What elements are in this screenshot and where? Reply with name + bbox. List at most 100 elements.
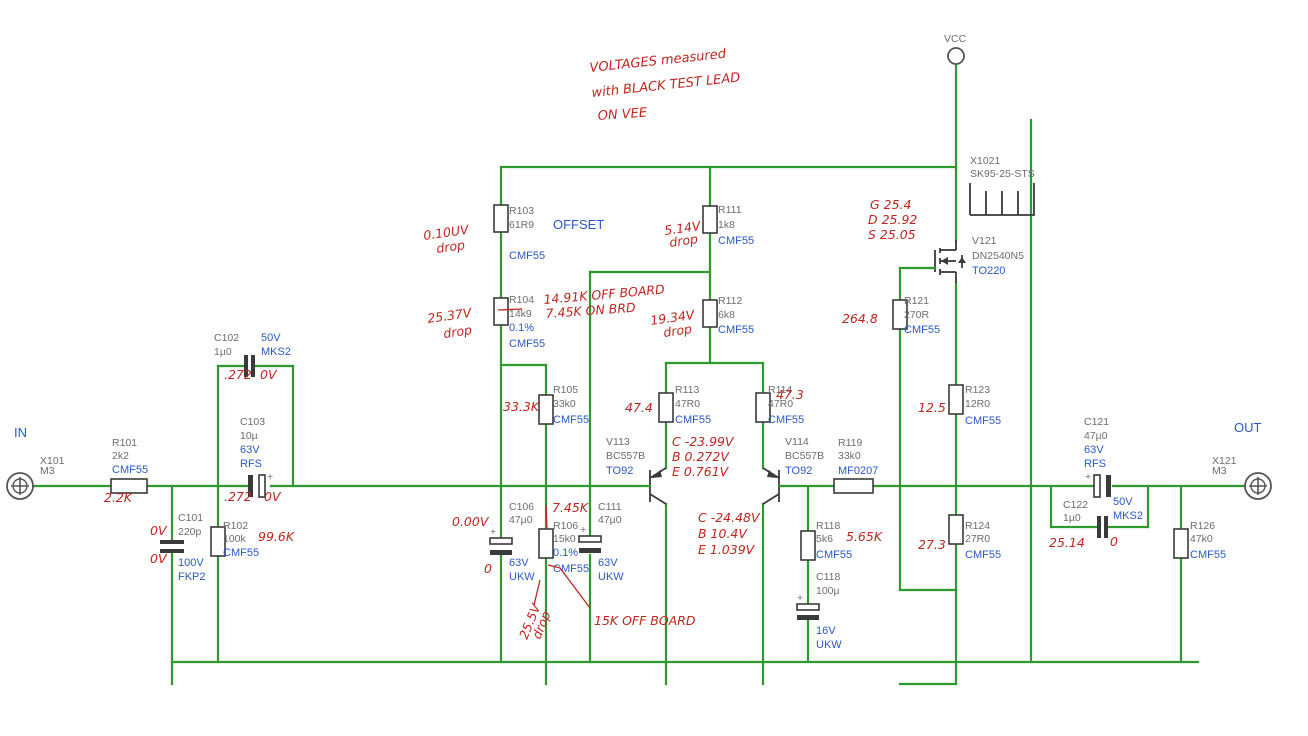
svg-text:UKW: UKW bbox=[816, 639, 842, 651]
svg-text:V114: V114 bbox=[785, 436, 809, 448]
c118-symbol: + bbox=[796, 592, 820, 620]
r104-label: R104 14k9 0.1% CMF55 bbox=[509, 294, 545, 350]
svg-text:27R0: 27R0 bbox=[965, 533, 990, 545]
svg-text:47µ0: 47µ0 bbox=[598, 514, 622, 526]
svg-text:CMF55: CMF55 bbox=[553, 563, 589, 575]
note-title-1: VOLTAGES measured bbox=[589, 47, 728, 76]
svg-text:CMF55: CMF55 bbox=[904, 324, 940, 336]
note-c106-bot: 0 bbox=[484, 561, 492, 576]
svg-text:R101: R101 bbox=[112, 437, 137, 449]
svg-text:10µ: 10µ bbox=[240, 430, 258, 442]
svg-text:CMF55: CMF55 bbox=[816, 549, 852, 561]
svg-text:R123: R123 bbox=[965, 384, 990, 396]
note-v121-g: G 25.4 bbox=[870, 197, 912, 212]
r124-body bbox=[948, 514, 964, 545]
svg-text:15k0: 15k0 bbox=[553, 533, 576, 545]
note-r112-drop-v: 19.34V bbox=[649, 307, 696, 328]
c102-symbol bbox=[244, 355, 255, 377]
r102-body bbox=[210, 526, 226, 557]
svg-text:BC557B: BC557B bbox=[606, 450, 645, 462]
svg-text:CMF55: CMF55 bbox=[718, 235, 754, 247]
svg-text:16V: 16V bbox=[816, 625, 836, 637]
note-r102: 99.6K bbox=[258, 529, 296, 544]
svg-text:CMF55: CMF55 bbox=[965, 415, 1001, 427]
x1021-ref: X1021 bbox=[970, 155, 1001, 167]
r119-body bbox=[833, 478, 874, 494]
svg-text:R112: R112 bbox=[718, 295, 742, 307]
c103-symbol: + bbox=[248, 471, 273, 498]
svg-text:R114: R114 bbox=[768, 384, 792, 396]
note-r104-drop-v: 25.37V bbox=[426, 305, 473, 326]
svg-text:+: + bbox=[490, 526, 496, 538]
svg-text:TO220: TO220 bbox=[972, 265, 1005, 277]
note-r123: 12.5 bbox=[918, 400, 946, 415]
c101-label: C101 220p 100V FKP2 bbox=[178, 512, 206, 583]
svg-text:R121: R121 bbox=[904, 295, 929, 307]
note-c122-right: 0 bbox=[1110, 534, 1118, 549]
in-label: IN bbox=[14, 425, 27, 440]
c121-label: C121 47µ0 63V RFS bbox=[1084, 416, 1109, 470]
svg-text:TO92: TO92 bbox=[785, 465, 812, 477]
pointer-r104 bbox=[497, 308, 523, 311]
svg-text:47µ0: 47µ0 bbox=[1084, 430, 1108, 442]
v121-label: V121 DN2540N5 TO220 bbox=[972, 235, 1024, 277]
r126-body bbox=[1173, 528, 1189, 559]
svg-text:63V: 63V bbox=[1084, 444, 1104, 456]
x1021-value: SK95-25-STS bbox=[970, 168, 1035, 180]
svg-text:CMF55: CMF55 bbox=[718, 324, 754, 336]
c101-symbol bbox=[160, 540, 184, 553]
x121-value: M3 bbox=[1212, 465, 1227, 477]
note-c103-right: 0V bbox=[264, 489, 282, 504]
svg-text:V113: V113 bbox=[606, 436, 630, 448]
svg-text:V121: V121 bbox=[972, 235, 997, 247]
note-c106-top: 0.00V bbox=[452, 514, 490, 529]
svg-text:50V: 50V bbox=[261, 332, 281, 344]
r104-body bbox=[493, 297, 509, 326]
r123-label: R123 12R0 CMF55 bbox=[965, 384, 1001, 427]
svg-text:MKS2: MKS2 bbox=[261, 346, 291, 358]
c122-symbol bbox=[1097, 516, 1108, 538]
r119-label: R119 33k0 MF0207 bbox=[838, 437, 878, 477]
svg-text:63V: 63V bbox=[509, 557, 529, 569]
svg-text:100V: 100V bbox=[178, 557, 204, 569]
r101-label: R101 2k2 CMF55 bbox=[112, 437, 148, 476]
svg-text:CMF55: CMF55 bbox=[553, 414, 589, 426]
note-v113-c: C -23.99V bbox=[672, 434, 735, 449]
svg-text:R119: R119 bbox=[838, 437, 862, 449]
heatsink-symbol bbox=[969, 183, 1035, 216]
x121-connector bbox=[1244, 472, 1272, 500]
x101-value: M3 bbox=[40, 465, 55, 477]
svg-text:R111: R111 bbox=[718, 204, 742, 216]
svg-text:100k: 100k bbox=[223, 533, 247, 545]
note-r124: 27.3 bbox=[918, 537, 946, 552]
pointer-offboard-2 bbox=[547, 564, 591, 609]
svg-text:1µ0: 1µ0 bbox=[1063, 512, 1081, 524]
r121-label: R121 270R CMF55 bbox=[904, 295, 940, 336]
note-r121: 264.8 bbox=[842, 311, 878, 326]
svg-text:CMF55: CMF55 bbox=[675, 414, 711, 426]
svg-text:47µ0: 47µ0 bbox=[509, 514, 533, 526]
svg-text:61R9: 61R9 bbox=[509, 219, 534, 231]
svg-text:100µ: 100µ bbox=[816, 585, 840, 597]
svg-text:TO92: TO92 bbox=[606, 465, 633, 477]
svg-text:CMF55: CMF55 bbox=[509, 338, 545, 350]
r105-label: R105 33k0 CMF55 bbox=[553, 384, 589, 426]
out-label: OUT bbox=[1234, 420, 1262, 435]
wires bbox=[32, 62, 1248, 686]
note-v121-d: D 25.92 bbox=[868, 212, 917, 227]
r118-body bbox=[800, 530, 816, 561]
r102-label: R102 100k CMF55 bbox=[223, 520, 259, 559]
c102-label: C102 1µ0 50V MKS2 bbox=[214, 332, 291, 358]
svg-text:63V: 63V bbox=[598, 557, 618, 569]
svg-text:12R0: 12R0 bbox=[965, 398, 990, 410]
r113-body bbox=[658, 392, 674, 423]
svg-text:14k9: 14k9 bbox=[509, 308, 532, 320]
svg-text:+: + bbox=[267, 471, 273, 483]
note-c101-top: 0V bbox=[150, 523, 168, 538]
r105-body bbox=[538, 394, 554, 425]
note-r104-drop: drop bbox=[442, 322, 473, 341]
r114-body bbox=[755, 392, 771, 423]
r112-body bbox=[702, 299, 718, 328]
r103-body bbox=[493, 204, 509, 233]
